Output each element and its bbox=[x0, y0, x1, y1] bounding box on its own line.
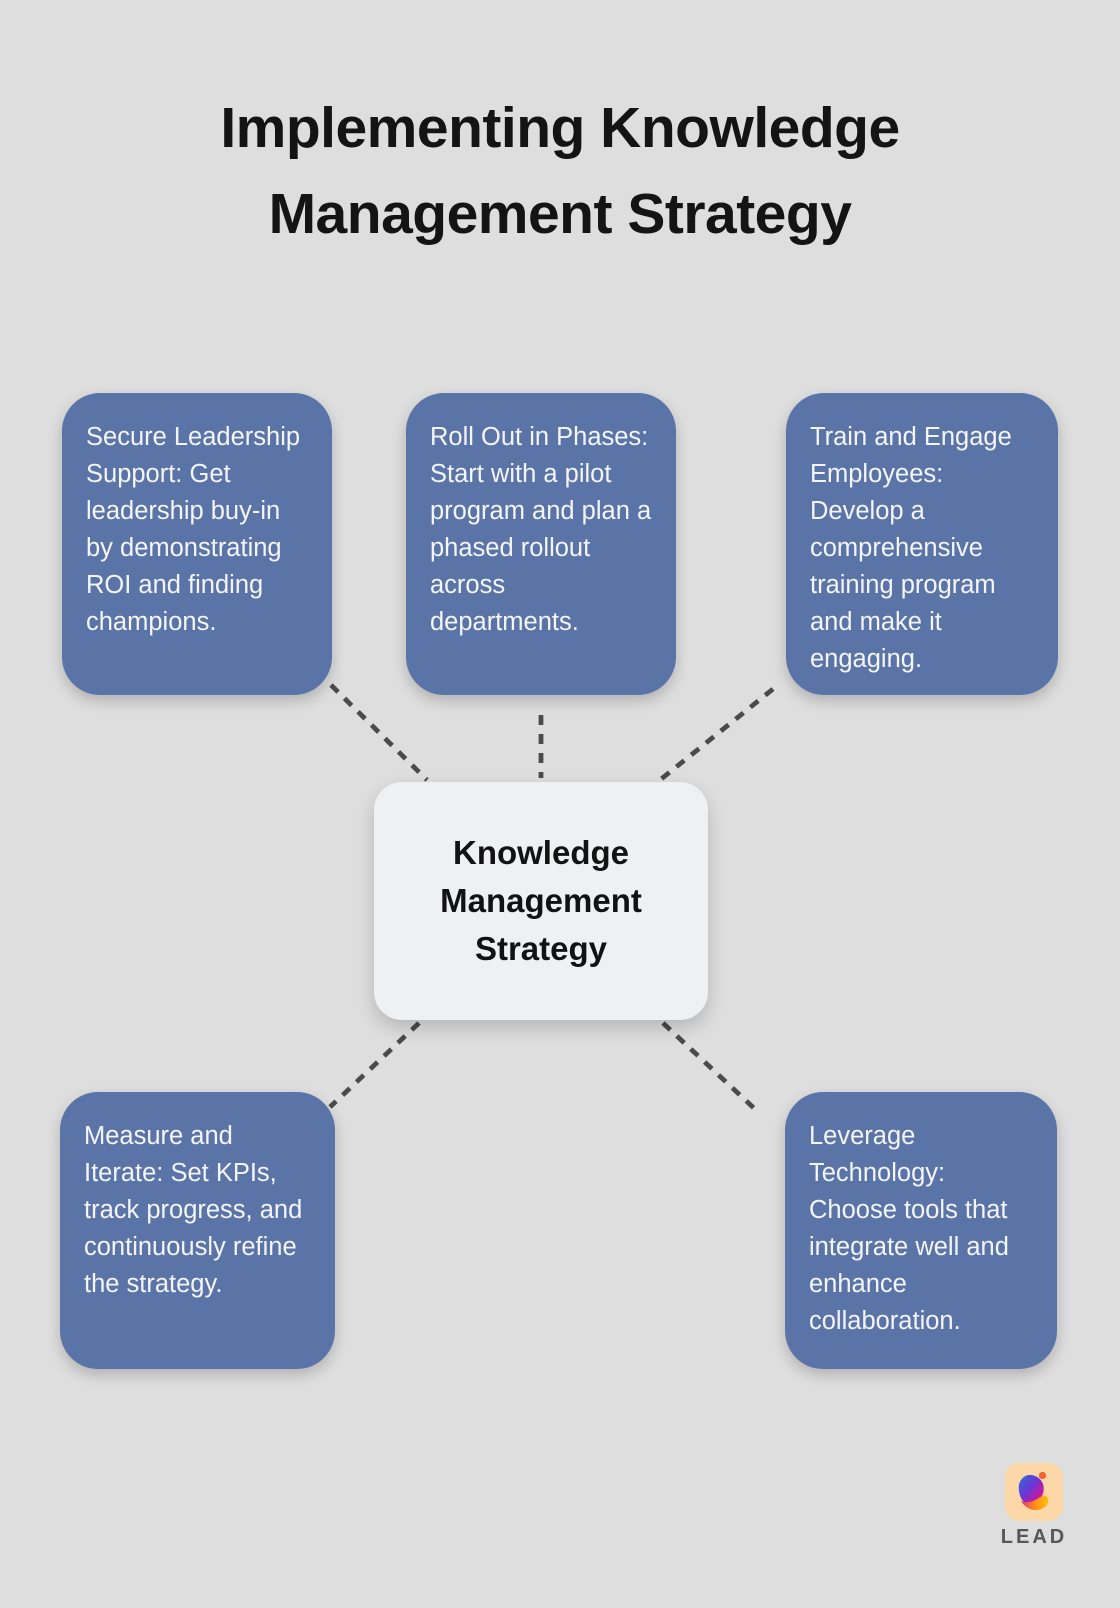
connector-bottom-left bbox=[328, 1021, 421, 1109]
logo-dot bbox=[1038, 1471, 1047, 1480]
lead-logo-text: LEAD bbox=[1000, 1526, 1068, 1548]
node-roll-out-in-phases: Roll Out in Phases: Start with a pilot p… bbox=[406, 393, 676, 695]
node-measure-and-iterate: Measure and Iterate: Set KPIs, track pro… bbox=[60, 1092, 335, 1369]
page-title: Implementing Knowledge Management Strate… bbox=[0, 86, 1120, 257]
node-secure-leadership-support: Secure Leadership Support: Get leadershi… bbox=[62, 393, 332, 695]
logo-ribbon bbox=[1018, 1474, 1044, 1505]
node-text: Measure and Iterate: Set KPIs, track pro… bbox=[84, 1122, 303, 1298]
lead-logo: LEAD bbox=[1000, 1463, 1068, 1549]
connector-top-left bbox=[329, 683, 429, 782]
center-node-knowledge-management-strategy: Knowledge Management Strategy bbox=[374, 782, 708, 1020]
node-text: Train and Engage Employees: Develop a co… bbox=[810, 423, 1012, 673]
node-text: Secure Leadership Support: Get leadershi… bbox=[86, 423, 301, 636]
page-title-text: Implementing Knowledge Management Strate… bbox=[220, 96, 900, 246]
lead-logo-badge bbox=[1005, 1463, 1063, 1521]
center-node-label: Knowledge Management Strategy bbox=[440, 834, 642, 967]
node-leverage-technology: Leverage Technology: Choose tools that i… bbox=[785, 1092, 1057, 1369]
connector-top-right bbox=[658, 687, 775, 782]
node-text: Leverage Technology: Choose tools that i… bbox=[809, 1122, 1009, 1335]
connector-bottom-right bbox=[661, 1021, 759, 1113]
logo-swoosh bbox=[1021, 1495, 1049, 1511]
lead-logo-icon bbox=[1018, 1471, 1049, 1511]
node-train-and-engage-employees: Train and Engage Employees: Develop a co… bbox=[786, 393, 1058, 695]
node-text: Roll Out in Phases: Start with a pilot p… bbox=[430, 423, 652, 636]
